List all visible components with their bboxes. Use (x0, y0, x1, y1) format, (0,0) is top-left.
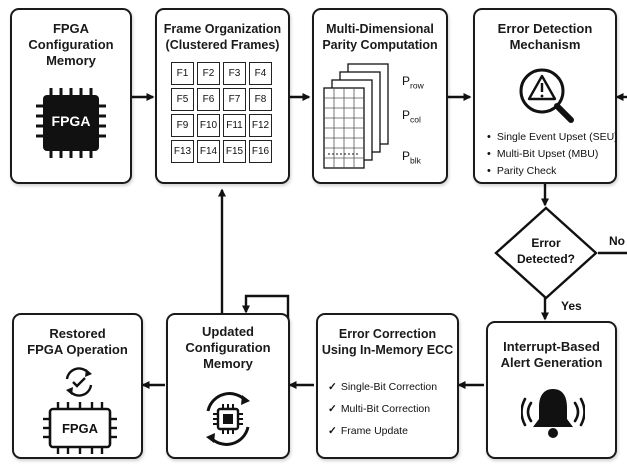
frame-cell: F1 (171, 62, 194, 85)
error-correction-box: Error Correction Using In-Memory ECC ✓Si… (316, 313, 459, 459)
restored-title-1: Restored (49, 326, 106, 341)
decision-text-1: Error (531, 236, 561, 250)
frame-cell: F12 (249, 114, 272, 137)
updated-title-2: Configuration (185, 340, 271, 355)
alarm-bell-icon (521, 389, 585, 438)
interrupt-title-2: Alert Generation (500, 355, 603, 370)
fpga-config-memory-box: FPGA Configuration Memory FPGA (10, 8, 132, 184)
frame-cell: F9 (171, 114, 194, 137)
check-icon: ✓ (328, 381, 337, 393)
correction-item: ✓Frame Update (328, 425, 408, 437)
error-detect-title-2: Mechanism (509, 37, 581, 52)
interrupt-alert-box: Interrupt-Based Alert Generation (486, 321, 617, 459)
correction-item: ✓Multi-Bit Correction (328, 403, 431, 415)
fpga-memory-title-3: Memory (46, 53, 96, 68)
decision-no-label: No (609, 234, 625, 248)
frame-cell: F7 (223, 88, 246, 111)
updated-title-1: Updated (202, 324, 254, 339)
warning-magnifier-icon (519, 68, 574, 123)
fpga-chip-icon (36, 88, 106, 158)
p-row-label: Prow (402, 74, 424, 91)
parity-computation-box: Multi-Dimensional Parity Computation Pro… (312, 8, 448, 184)
frame-cell: F16 (249, 140, 272, 163)
frame-cell: F10 (197, 114, 220, 137)
check-icon: ✓ (328, 403, 337, 415)
frame-grid: F1 F2 F3 F4 F5 F6 F7 F8 F9 F10 F11 F12 F… (171, 62, 272, 163)
correction-title-1: Error Correction (338, 327, 437, 341)
decision-text-2: Detected? (516, 252, 575, 266)
error-type-item: Multi-Bit Upset (MBU) (487, 146, 618, 163)
frame-cell: F5 (171, 88, 194, 111)
frame-cell: F15 (223, 140, 246, 163)
fpga-memory-title-1: FPGA (52, 21, 90, 36)
correction-title-2: Using In-Memory ECC (321, 343, 454, 357)
parity-title-1: Multi-Dimensional (326, 22, 434, 36)
frame-cell: F3 (223, 62, 246, 85)
frame-org-title-1: Frame Organization (163, 22, 282, 36)
error-type-item: Parity Check (487, 163, 618, 180)
parity-title-2: Parity Computation (322, 38, 438, 52)
fpga-chip-label: FPGA (51, 113, 91, 129)
frame-cell: F4 (249, 62, 272, 85)
p-col-label: Pcol (402, 108, 421, 125)
error-detection-box: Error Detection Mechanism Single Event U… (473, 8, 618, 184)
error-type-list: Single Event Upset (SEU) Multi-Bit Upset… (487, 129, 618, 180)
check-icon: ✓ (328, 425, 337, 437)
updated-config-memory-box: Updated Configuration Memory (166, 313, 290, 459)
fpga-memory-title-2: Configuration (28, 37, 114, 52)
frame-organization-box: Frame Organization (Clustered Frames) F1… (155, 8, 290, 184)
correction-item: ✓Single-Bit Correction (328, 381, 438, 393)
decision-yes-label: Yes (561, 299, 582, 313)
frame-cell: F14 (197, 140, 220, 163)
frame-cell: F6 (197, 88, 220, 111)
frame-cell: F11 (223, 114, 246, 137)
frame-cell: F2 (197, 62, 220, 85)
restored-chip-label: FPGA (61, 421, 99, 436)
interrupt-title-1: Interrupt-Based (503, 339, 600, 354)
restored-title-2: FPGA Operation (27, 342, 128, 357)
p-blk-label: Pblk (402, 149, 421, 166)
fpga-chip-outline-icon (43, 402, 117, 454)
stacked-pages-icon (323, 63, 389, 169)
updated-title-3: Memory (203, 356, 253, 371)
frame-cell: F8 (249, 88, 272, 111)
chip-refresh-icon (206, 392, 250, 446)
decision-diamond (494, 206, 598, 300)
error-detect-title-1: Error Detection (497, 21, 593, 36)
refresh-check-icon (65, 367, 93, 397)
frame-cell: F13 (171, 140, 194, 163)
error-type-item: Single Event Upset (SEU) (487, 129, 618, 146)
frame-org-title-2: (Clustered Frames) (165, 38, 280, 52)
restored-fpga-box: Restored FPGA Operation FPGA (12, 313, 143, 459)
correction-list: ✓Single-Bit Correction ✓Multi-Bit Correc… (328, 376, 437, 442)
